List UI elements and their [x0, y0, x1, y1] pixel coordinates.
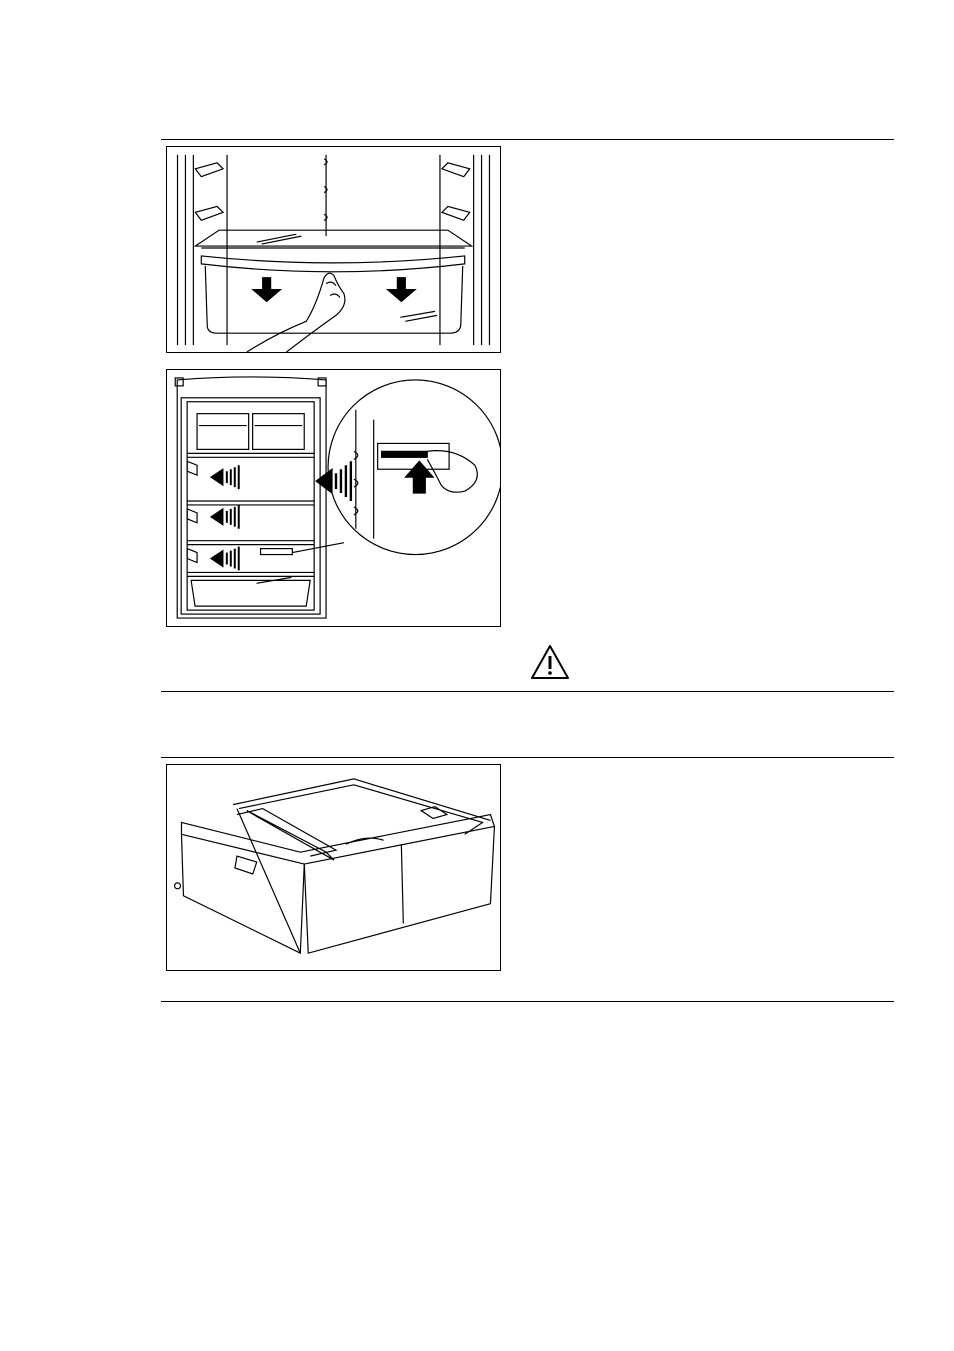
crisper-drawer-divider-illustration — [166, 764, 501, 971]
section-divider-middle — [161, 691, 894, 692]
section-divider-bottom — [161, 1001, 894, 1002]
section-divider-lower — [161, 757, 894, 758]
remove-crisper-drawer-illustration — [166, 146, 501, 353]
shelf-position-illustration — [166, 369, 501, 627]
section-divider-top — [161, 139, 894, 140]
warning-triangle-icon — [530, 644, 570, 680]
